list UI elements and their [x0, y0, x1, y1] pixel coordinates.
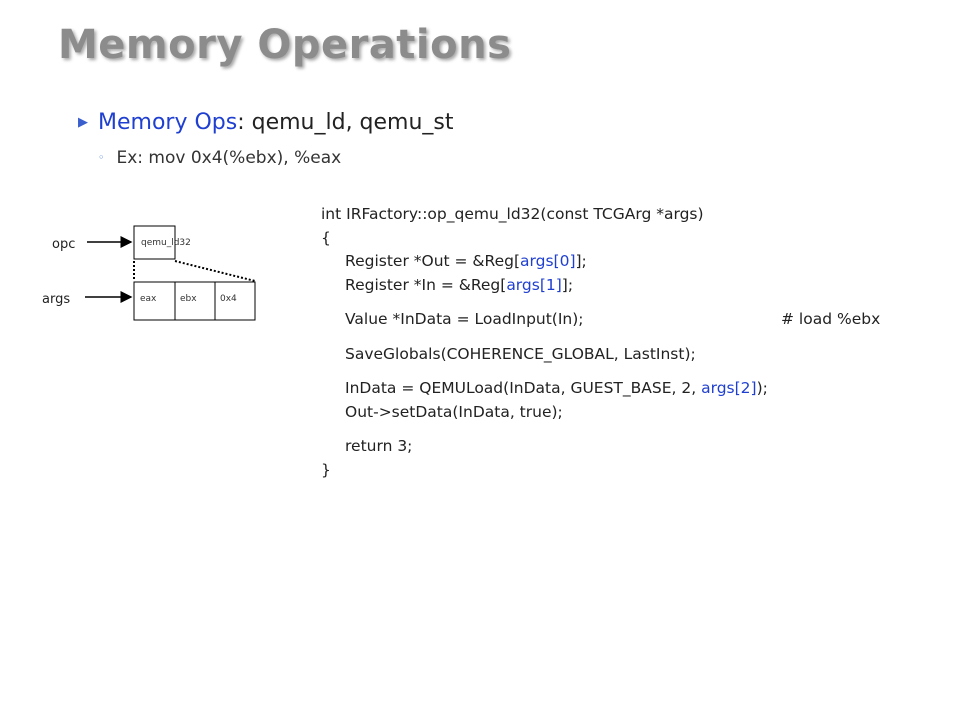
bullet-keyword: Memory Ops	[98, 110, 238, 135]
zoom-line-right	[174, 260, 256, 282]
arrow-bullet-icon: ▶	[78, 115, 88, 130]
arg-cell-label: ebx	[180, 294, 197, 304]
args-label: args	[42, 292, 70, 307]
code-text: ];	[561, 275, 574, 294]
opc-label: opc	[52, 237, 75, 252]
slide-title: Memory Operations	[58, 22, 512, 68]
code-arg: args[1]	[506, 275, 562, 294]
sub-bullet-text: Ex: mov 0x4(%ebx), %eax	[116, 148, 342, 168]
code-line-return: return 3;	[345, 437, 413, 455]
ring-bullet-icon: ◦	[98, 151, 105, 164]
code-comment: # load %ebx	[781, 310, 881, 328]
code-arg: args[0]	[520, 252, 576, 270]
arg-cell-label: eax	[140, 294, 157, 304]
code-text: InData = QEMULoad(InData, GUEST_BASE, 2,	[345, 379, 702, 397]
bullet-text: : qemu_ld, qemu_st	[237, 110, 454, 135]
code-arg: args[2]	[701, 379, 757, 397]
code-line-close-brace: }	[321, 460, 331, 479]
code-text: Register *In = &Reg[	[345, 275, 507, 294]
code-line-load-input: Value *InData = LoadInput(In); # load %eb…	[321, 310, 880, 334]
code-line-set-data: Out->setData(InData, true);	[345, 402, 563, 421]
bullet-memory-ops: ▶ Memory Ops: qemu_ld, qemu_st	[78, 110, 454, 135]
code-line-signature: int IRFactory::op_qemu_ld32(const TCGArg…	[321, 205, 704, 223]
code-line-out: Register *Out = &Reg[args[0]];	[321, 252, 768, 276]
sub-bullet-example: ◦ Ex: mov 0x4(%ebx), %eax	[98, 148, 341, 168]
code-text: );	[756, 379, 768, 397]
opcode-cell-label: qemu_ld32	[141, 238, 191, 248]
opcode-cell	[133, 225, 176, 260]
code-line-open-brace: {	[321, 228, 331, 247]
arg-cell-label: 0x4	[220, 294, 237, 304]
code-text: Value *InData = LoadInput(In);	[345, 310, 584, 328]
code-line-save-globals: SaveGlobals(COHERENCE_GLOBAL, LastInst);	[345, 344, 696, 363]
arg-cell	[214, 281, 256, 321]
code-text: ];	[575, 252, 587, 270]
code-line-qemu-load: InData = QEMULoad(InData, GUEST_BASE, 2,…	[321, 379, 768, 403]
code-text: Register *Out = &Reg[	[345, 252, 521, 270]
code-block: int IRFactory::op_qemu_ld32(const TCGArg…	[321, 205, 880, 484]
code-line-in: Register *In = &Reg[args[1]];	[321, 276, 768, 300]
